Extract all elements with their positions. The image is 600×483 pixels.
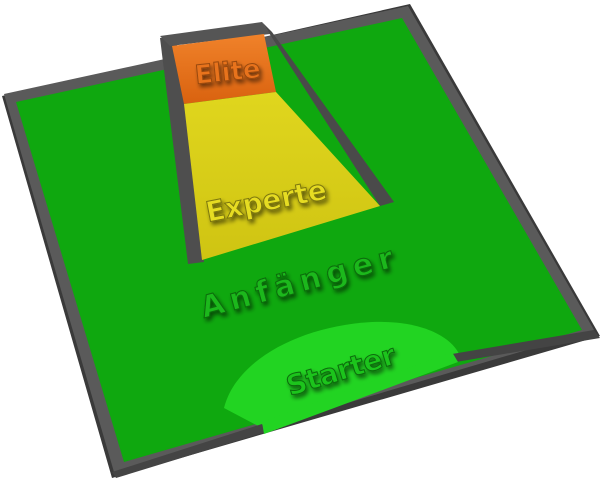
elite-label: Elite [193, 54, 262, 92]
starter-zone [224, 321, 460, 428]
entrance-gap-wall-left [112, 424, 266, 478]
funnel-wall-top [160, 22, 270, 46]
elite-label-text: Elite [194, 54, 262, 91]
experte-zone [184, 92, 380, 260]
funnel-wall-right [262, 22, 394, 206]
entrance-gap [262, 352, 458, 434]
entrance-gap-wall-right [452, 330, 600, 362]
funnel-wall-left [160, 36, 204, 264]
elite-zone [172, 34, 276, 104]
